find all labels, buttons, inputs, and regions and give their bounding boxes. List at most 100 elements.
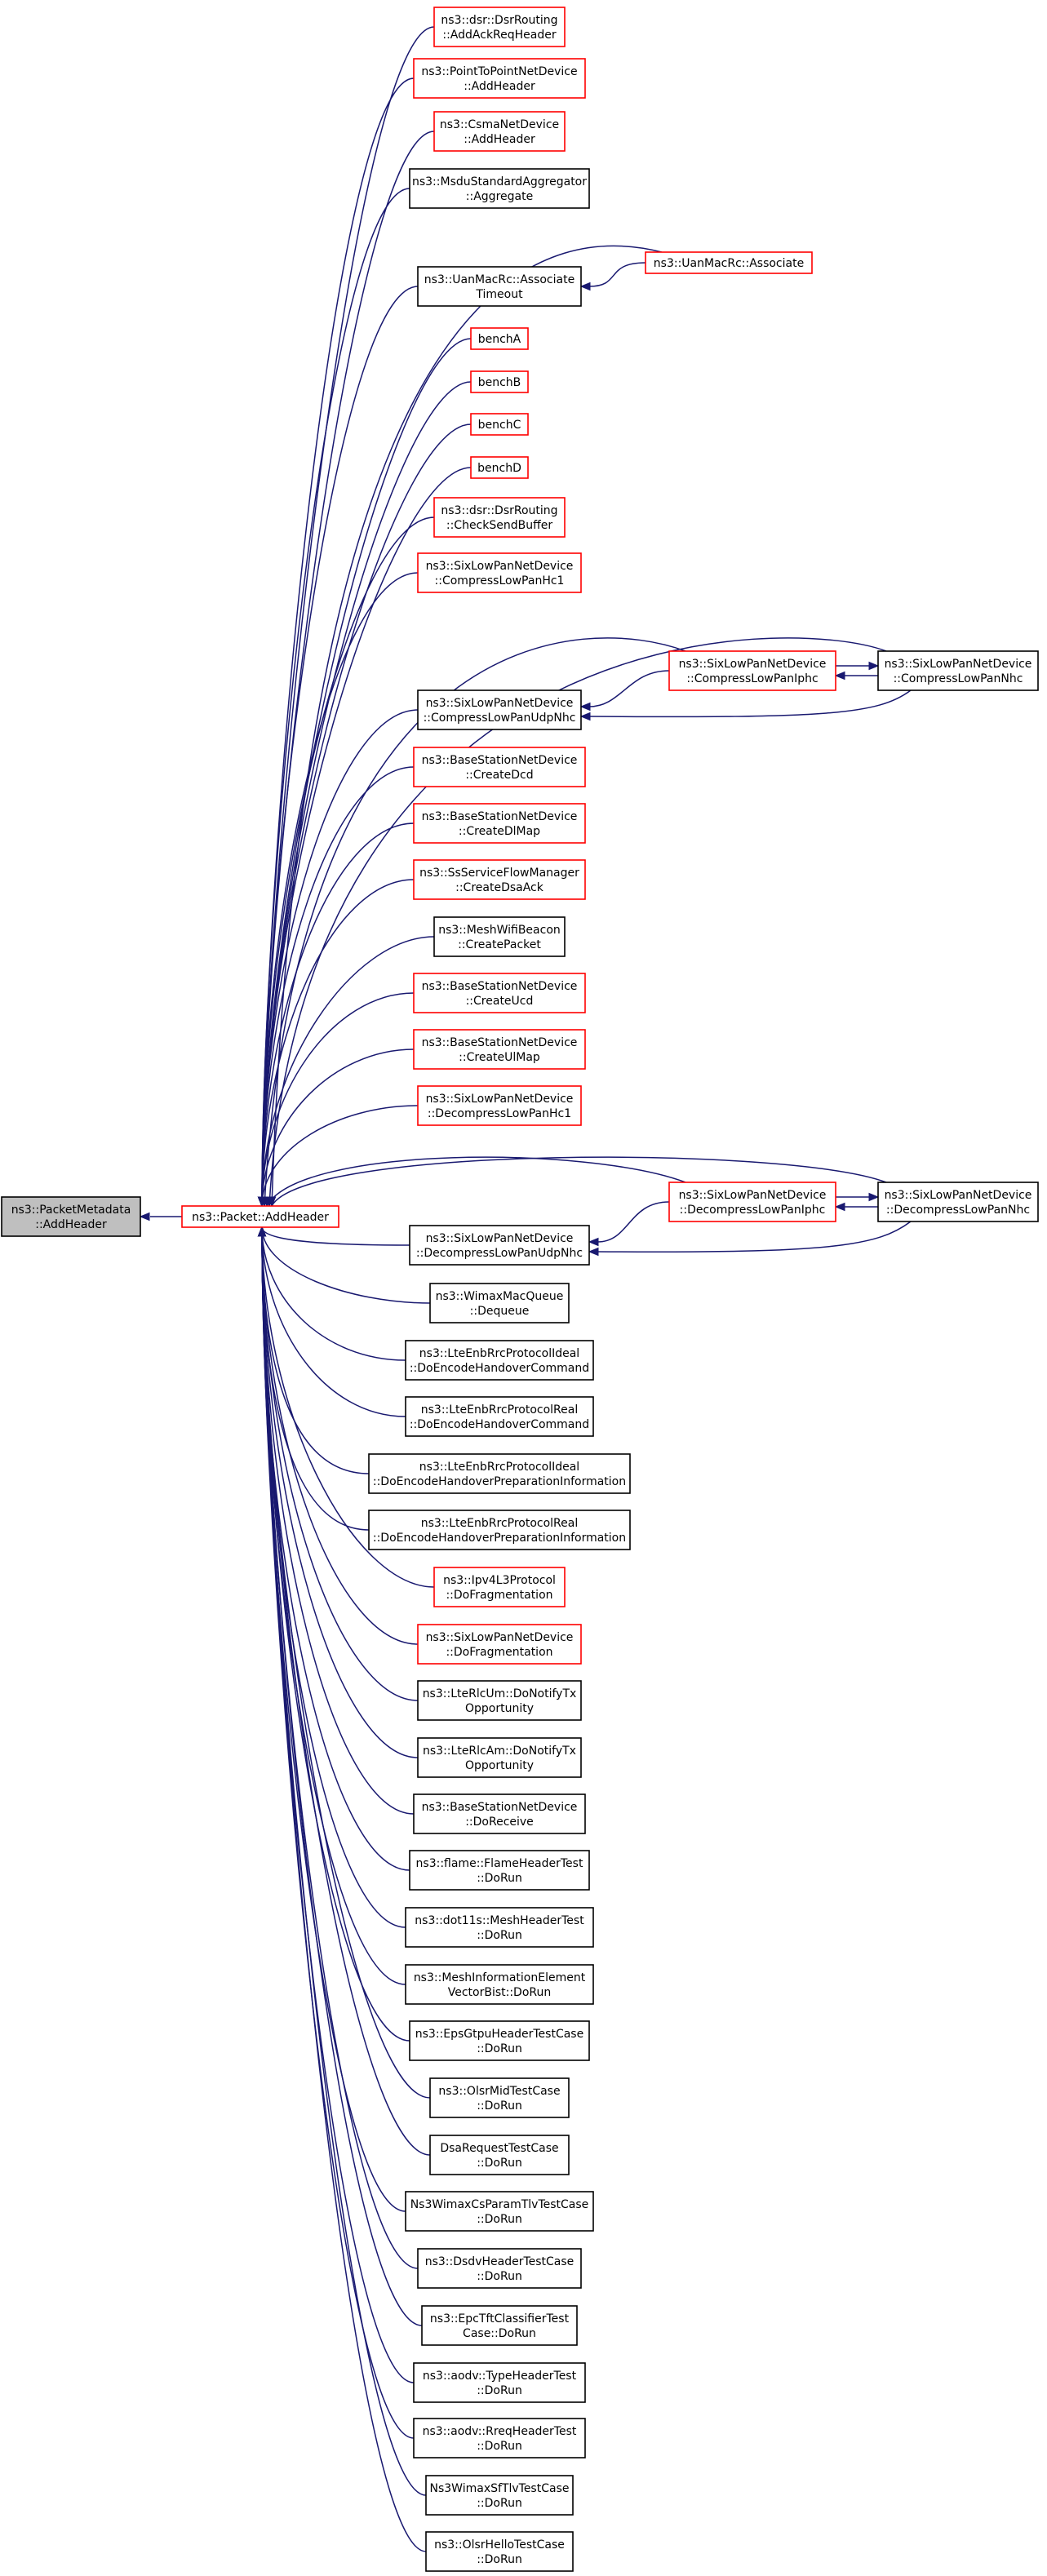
node-c8[interactable]: benchD — [470, 456, 529, 479]
node-o1-label: ::CompressLowPanIphc — [686, 672, 818, 685]
node-c20: ns3::WimaxMacQueue::Dequeue — [429, 1283, 570, 1323]
node-c9-label: ns3::dsr::DsrRouting — [441, 504, 557, 517]
node-c12-label: ns3::BaseStationNetDevice — [422, 754, 578, 767]
node-c16-box — [413, 973, 586, 1013]
node-c7[interactable]: benchC — [470, 413, 529, 436]
node-c42-box — [425, 2531, 574, 2572]
node-c17[interactable]: ns3::BaseStationNetDevice::CreateUlMap — [413, 1029, 586, 1070]
node-c24: ns3::LteEnbRrcProtocolReal::DoEncodeHand… — [368, 1510, 631, 1550]
node-c24-label: ns3::LteEnbRrcProtocolReal — [421, 1517, 579, 1530]
edge-c40-to-hub — [261, 1226, 415, 2439]
node-c11-box — [417, 689, 582, 730]
edge-c2-to-hub — [261, 131, 435, 1207]
edge-o2-to-c11-arrowhead — [579, 712, 591, 721]
node-c10[interactable]: ns3::SixLowPanNetDevice::CompressLowPanH… — [417, 552, 582, 593]
node-c36: Ns3WimaxCsParamTlvTestCase::DoRun — [405, 2191, 594, 2232]
node-c31-box — [405, 1907, 594, 1948]
node-c38-label: Case::DoRun — [463, 2327, 536, 2340]
node-c40-label: ::DoRun — [477, 2440, 522, 2453]
node-c5[interactable]: benchA — [470, 327, 529, 350]
edge-c17-to-hub — [261, 1049, 415, 1207]
node-c26[interactable]: ns3::SixLowPanNetDevice::DoFragmentation — [417, 1624, 582, 1665]
node-c16-label: ::CreateUcd — [466, 995, 534, 1008]
node-c41: Ns3WimaxSfTlvTestCase::DoRun — [425, 2475, 574, 2516]
node-c19-label: ::DecompressLowPanUdpNhc — [416, 1247, 583, 1260]
node-c28-label: ns3::LteRlcAm::DoNotifyTx — [423, 1745, 576, 1758]
edge-c42-to-hub-arrowhead — [257, 1226, 267, 1237]
node-c4-box — [417, 266, 582, 307]
node-c12[interactable]: ns3::BaseStationNetDevice::CreateDcd — [413, 747, 586, 787]
edge-c25-to-hub — [261, 1226, 435, 1588]
node-c10-box — [417, 552, 582, 593]
node-c16[interactable]: ns3::BaseStationNetDevice::CreateUcd — [413, 973, 586, 1013]
node-o1-box — [668, 650, 836, 691]
node-o1[interactable]: ns3::SixLowPanNetDevice::CompressLowPanI… — [668, 650, 836, 691]
node-c18-box — [417, 1085, 582, 1126]
node-c11-label: ns3::SixLowPanNetDevice — [426, 697, 574, 710]
node-c35: DsaRequestTestCase::DoRun — [429, 2135, 570, 2175]
edge-o3-to-o4-arrowhead — [868, 1192, 880, 1202]
node-c15-label: ns3::MeshWifiBeacon — [438, 924, 561, 937]
edge-o0-to-c4 — [588, 262, 646, 287]
node-c4-label: ns3::UanMacRc::Associate — [424, 273, 575, 286]
node-c33: ns3::EpsGtpuHeaderTestCase::DoRun — [409, 2020, 590, 2061]
edge-o3-to-hub — [266, 1156, 686, 1207]
node-c32-label: VectorBist::DoRun — [448, 1986, 552, 1999]
node-c13[interactable]: ns3::BaseStationNetDevice::CreateDlMap — [413, 803, 586, 844]
node-c6-label: benchB — [478, 376, 521, 389]
node-c42-label: ::DoRun — [477, 2553, 522, 2566]
node-c6[interactable]: benchB — [470, 370, 529, 393]
node-c20-box — [429, 1283, 570, 1323]
node-c9[interactable]: ns3::dsr::DsrRouting::CheckSendBuffer — [433, 497, 566, 538]
edge-c12-to-hub — [261, 766, 415, 1207]
node-c12-label: ::CreateDcd — [465, 769, 533, 782]
node-c34-label: ::DoRun — [477, 2099, 522, 2113]
node-c37-label: ns3::DsdvHeaderTestCase — [425, 2255, 575, 2268]
node-o0-box — [645, 251, 813, 274]
node-c18-label: ns3::SixLowPanNetDevice — [426, 1093, 574, 1106]
node-c34-box — [429, 2077, 570, 2118]
node-c34-label: ns3::OlsrMidTestCase — [438, 2085, 560, 2098]
node-c33-label: ::DoRun — [477, 2042, 522, 2055]
edge-o0-to-hub — [271, 245, 663, 1207]
node-c31-label: ::DoRun — [477, 1929, 522, 1942]
node-c35-label: DsaRequestTestCase — [440, 2142, 558, 2155]
node-o3[interactable]: ns3::SixLowPanNetDevice::DecompressLowPa… — [668, 1182, 836, 1222]
node-c28-label: Opportunity — [465, 1759, 534, 1772]
node-c5-box — [470, 327, 529, 350]
node-c2[interactable]: ns3::CsmaNetDevice::AddHeader — [433, 111, 566, 152]
node-c7-box — [470, 413, 529, 436]
edge-o4-to-c19 — [597, 1221, 912, 1253]
node-c13-box — [413, 803, 586, 844]
node-c36-box — [405, 2191, 594, 2232]
node-c0[interactable]: ns3::dsr::DsrRouting::AddAckReqHeader — [433, 7, 566, 47]
node-c41-box — [425, 2475, 574, 2516]
node-c30-box — [409, 1850, 590, 1891]
node-hub[interactable]: ns3::Packet::AddHeader — [181, 1205, 339, 1228]
node-c8-label: benchD — [477, 462, 521, 475]
node-c9-label: ::CheckSendBuffer — [446, 519, 552, 532]
node-c37-label: ::DoRun — [477, 2270, 522, 2283]
edge-c33-to-hub — [261, 1226, 410, 2042]
node-c29: ns3::BaseStationNetDevice::DoReceive — [413, 1793, 586, 1834]
node-c14[interactable]: ns3::SsServiceFlowManager::CreateDsaAck — [413, 859, 586, 900]
node-c18[interactable]: ns3::SixLowPanNetDevice::DecompressLowPa… — [417, 1085, 582, 1126]
edge-c19-to-hub — [261, 1226, 410, 1246]
node-c25[interactable]: ns3::Ipv4L3Protocol::DoFragmentation — [433, 1567, 566, 1607]
node-c20-label: ns3::WimaxMacQueue — [436, 1290, 564, 1303]
node-c36-label: Ns3WimaxCsParamTlvTestCase — [410, 2198, 589, 2211]
edge-c42-to-hub — [261, 1226, 427, 2552]
node-o0[interactable]: ns3::UanMacRc::Associate — [645, 251, 813, 274]
node-o2-box — [877, 650, 1039, 691]
node-c1[interactable]: ns3::PointToPointNetDevice::AddHeader — [413, 58, 586, 99]
node-c29-label: ::DoReceive — [465, 1816, 534, 1829]
node-c2-box — [433, 111, 566, 152]
node-c26-label: ::DoFragmentation — [446, 1646, 552, 1659]
edge-c21-to-hub — [261, 1226, 406, 1361]
node-c32-label: ns3::MeshInformationElement — [414, 1971, 586, 1984]
edge-c14-to-hub — [261, 879, 415, 1207]
edge-c36-to-hub — [261, 1226, 406, 2212]
